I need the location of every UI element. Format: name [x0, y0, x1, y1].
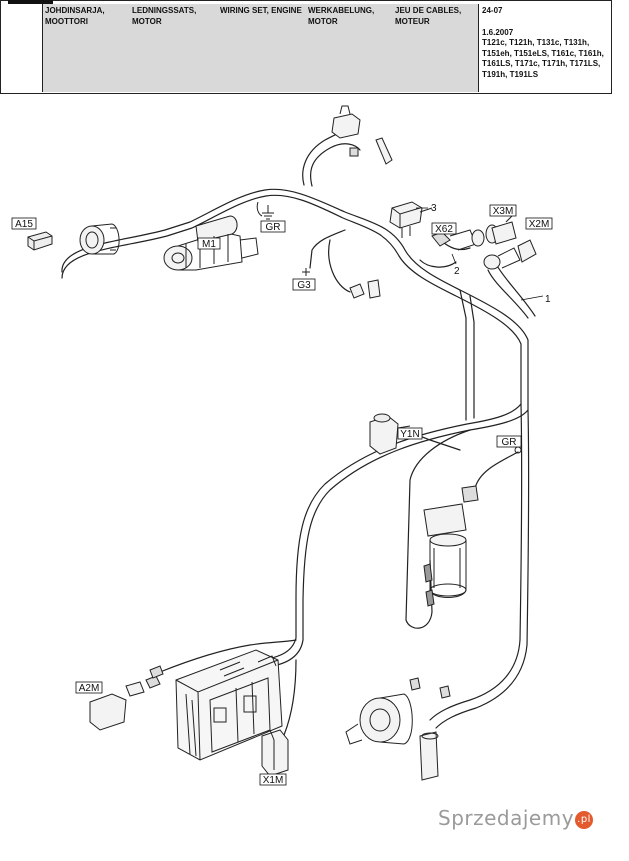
header-col-en: WIRING SET, ENGINE: [220, 6, 302, 15]
cable-x1m: [283, 659, 297, 736]
page-code: 24-07: [482, 6, 503, 15]
branch-generator: [435, 409, 530, 729]
component-fuel-filter: [423, 485, 479, 607]
header-col-sv: LEDNINGSSATS, MOTOR: [132, 6, 197, 26]
component-reservoir-sensor: [331, 105, 393, 165]
header-col-de: WERKABELUNG, MOTOR: [308, 6, 375, 26]
label-gr-top: GR: [260, 220, 286, 233]
model-list: T121c, T121h, T131c, T131h, T151eh, T151…: [482, 38, 604, 79]
component-relay-3: [389, 201, 433, 238]
callout-3: 3: [416, 203, 437, 214]
label-x1m: X1M: [259, 773, 287, 786]
header-divider: [478, 4, 479, 92]
svg-text:GR: GR: [266, 222, 281, 233]
callout-2: 2: [451, 253, 460, 277]
connector-x2m: [483, 239, 537, 270]
svg-text:X1M: X1M: [263, 775, 284, 786]
branch-filter: [405, 429, 471, 629]
connector-a2m: [89, 665, 164, 731]
svg-text:X2M: X2M: [529, 219, 550, 230]
header-shaded-area: [42, 4, 478, 92]
svg-text:1: 1: [545, 294, 551, 305]
svg-text:3: 3: [431, 203, 437, 214]
cable-x62: [419, 259, 457, 268]
label-x2m: X2M: [525, 217, 553, 230]
branch-g3: [328, 239, 351, 293]
header-col-fi: JOHDINSARJA, MOOTTORI: [45, 6, 105, 26]
label-m1: M1: [197, 237, 221, 250]
label-a15: A15: [11, 217, 37, 230]
header-col-fr: JEU DE CABLES, MOTEUR: [395, 6, 462, 26]
ground-symbol-top: [256, 201, 274, 220]
component-a15: [27, 231, 53, 251]
label-g3: G3: [292, 278, 316, 291]
svg-text:GR: GR: [502, 437, 517, 448]
component-alternator: [345, 677, 451, 781]
connector-x62: [431, 224, 499, 251]
branch-vertical: [469, 295, 475, 419]
cable-a2m: [159, 639, 297, 673]
header-black-bar: [8, 0, 53, 4]
svg-text:2: 2: [454, 266, 460, 277]
header-divider: [42, 4, 43, 92]
header-table: JOHDINSARJA, MOOTTORI LEDNINGSSATS, MOTO…: [0, 0, 612, 94]
component-solenoid-y1n: [369, 413, 411, 455]
callout-1: 1: [520, 294, 551, 305]
component-g3-sensor: [302, 268, 381, 299]
branch-gr-right: [474, 451, 519, 489]
svg-text:X62: X62: [435, 224, 453, 235]
label-gr-right: GR: [496, 435, 522, 448]
branch-x2m: [487, 269, 529, 319]
main-harness: [61, 188, 529, 669]
label-x3m: X3M: [489, 204, 517, 217]
branch-vertical: [459, 289, 467, 421]
svg-text:A15: A15: [15, 219, 33, 230]
label-x62: X62: [431, 222, 457, 235]
svg-text:Y1N: Y1N: [400, 429, 419, 440]
branch-g3: [309, 229, 346, 269]
component-ecu: [175, 649, 283, 761]
label-a2m: A2M: [75, 681, 103, 694]
branch-reservoir: [309, 143, 361, 187]
watermark: Sprzedajemy.pl: [438, 806, 594, 830]
svg-text:X3M: X3M: [493, 206, 514, 217]
issue-date: 1.6.2007: [482, 27, 514, 37]
branch-generator: [429, 403, 523, 721]
connector-x1m: [261, 729, 289, 777]
component-small-motor: [79, 223, 120, 255]
header-right-column: 24-07 1.6.2007 T121c, T121h, T131c, T131…: [482, 6, 610, 80]
watermark-text: Sprzedajemy: [438, 806, 575, 830]
connector-x3m: [491, 215, 517, 245]
component-starter-motor-m1: [163, 215, 259, 271]
svg-text:M1: M1: [202, 239, 216, 250]
watermark-badge: .pl: [575, 810, 594, 829]
svg-text:G3: G3: [297, 280, 311, 291]
svg-text:A2M: A2M: [79, 683, 100, 694]
label-y1n: Y1N: [397, 427, 423, 440]
wiring-diagram: A15 M1 GR G3 X62 X3M X2M Y1N: [11, 105, 553, 786]
branch-x2m: [495, 263, 536, 317]
